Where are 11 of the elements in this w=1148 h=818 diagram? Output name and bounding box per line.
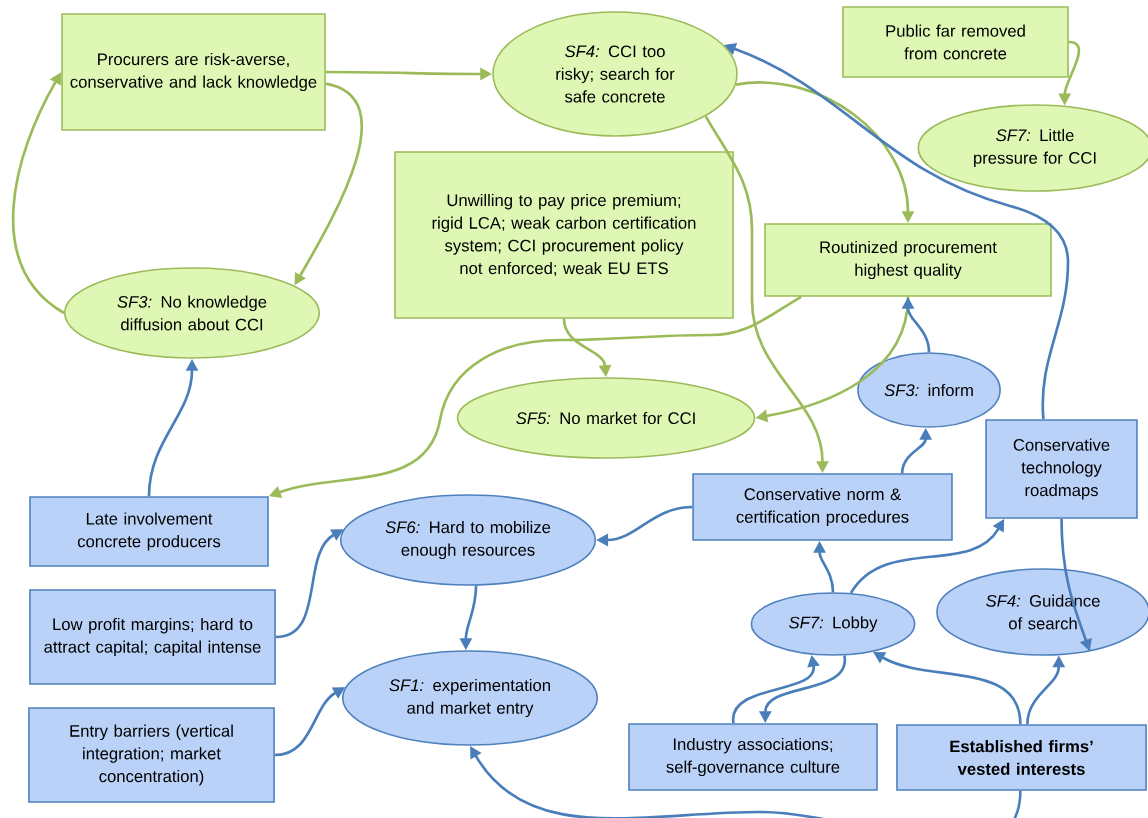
process-box: Conservative norm & certification procedures (692, 473, 953, 541)
process-box: Unwilling to pay price premium; rigid LCA; weak carbon certification system; CCI procurement policy not enforced; weak EU ETS (394, 151, 734, 319)
process-box: Industry associations; self-governance culture (628, 723, 878, 791)
process-box: Late involvement concrete producers (29, 496, 269, 567)
process-box: Entry barriers (vertical integration; market concentration) (28, 707, 275, 803)
process-box: Low profit margins; hard to attract capital; capital intense (29, 589, 276, 685)
process-box: Public far removed from concrete (842, 6, 1069, 78)
process-box: Routinized procurement highest quality (764, 223, 1052, 297)
process-box: Procurers are risk-averse, conservative and lack knowledge (61, 13, 326, 131)
process-box: Established firms’ vested interests (896, 724, 1147, 791)
process-box: Conservative technology roadmaps (985, 419, 1138, 519)
